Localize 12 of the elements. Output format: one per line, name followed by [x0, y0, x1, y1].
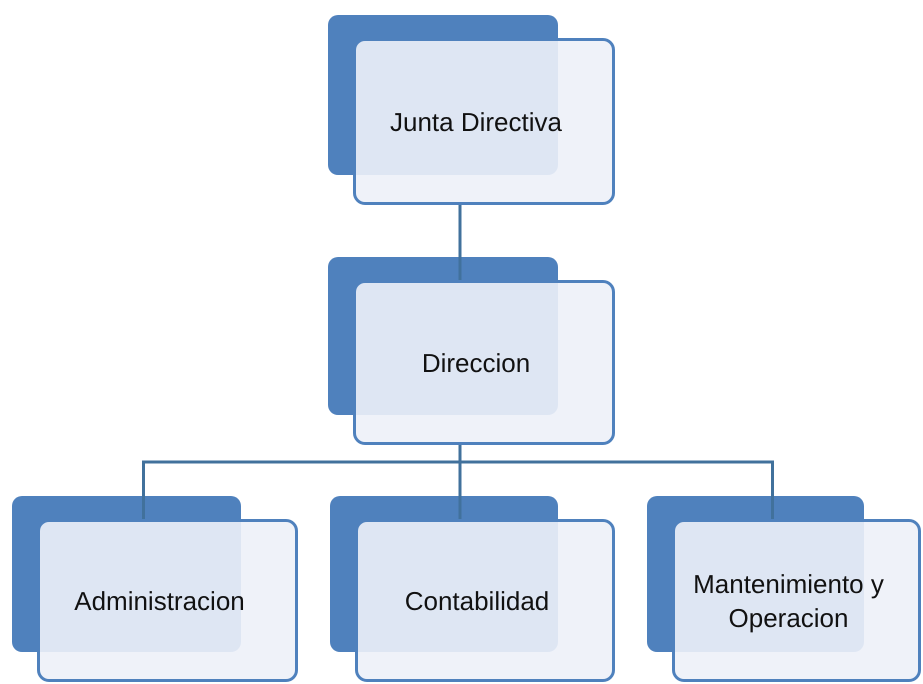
org-box	[353, 280, 615, 445]
box-label: Contabilidad	[404, 584, 550, 618]
box-label: Administracion	[74, 584, 246, 618]
connector-line	[458, 445, 774, 519]
box-label: Direccion	[422, 346, 532, 380]
box-label: Mantenimiento y Operacion	[692, 568, 885, 634]
org-box	[37, 519, 298, 682]
org-box	[672, 519, 921, 682]
connector-line	[458, 205, 462, 280]
org-box	[353, 38, 615, 205]
org-box	[355, 519, 615, 682]
box-label: Junta Directiva	[390, 106, 563, 138]
